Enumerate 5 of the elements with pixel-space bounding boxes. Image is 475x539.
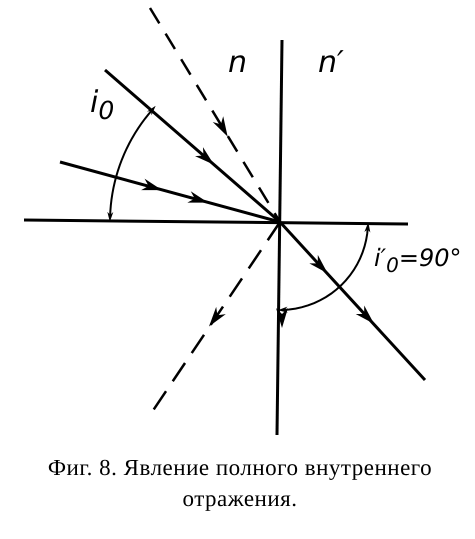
symbol-label: n — [228, 48, 248, 78]
symbol-label: i′$_{0}$=90° — [374, 246, 462, 275]
symbol-label: n′ — [318, 48, 344, 78]
symbol-label: i$_{0}$ — [90, 88, 114, 123]
figure-caption: Фиг. 8. Явление полного внутреннего отражения. — [46, 454, 434, 513]
